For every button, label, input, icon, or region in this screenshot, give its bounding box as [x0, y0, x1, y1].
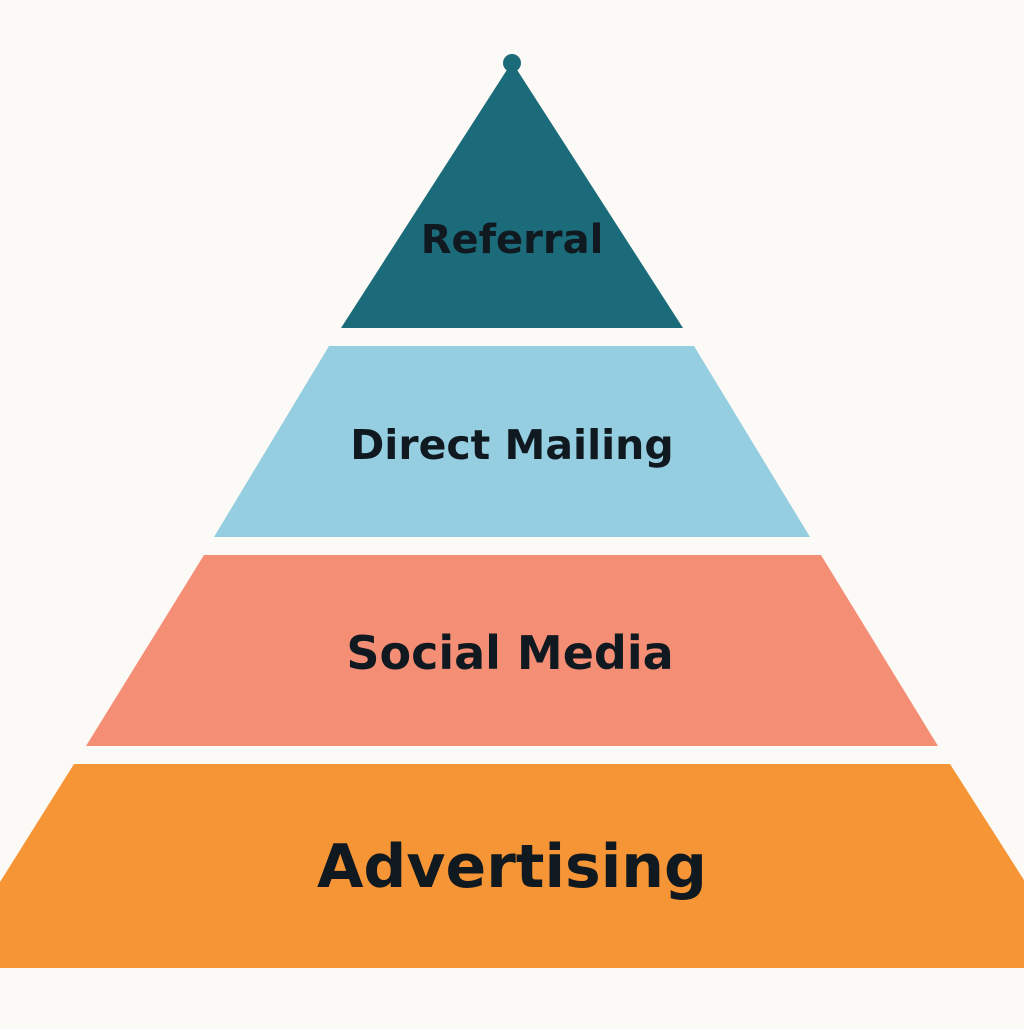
- pyramid-level-advertising: [0, 764, 1024, 968]
- pyramid-label-advertising: Advertising: [317, 832, 707, 902]
- pyramid-label-social-media: Social Media: [346, 626, 673, 680]
- pyramid-level-referral: [341, 62, 683, 328]
- pyramid-apex: [503, 54, 521, 72]
- pyramid-label-referral: Referral: [421, 217, 604, 263]
- pyramid-level-direct-mailing: [214, 346, 810, 537]
- pyramid-level-social-media: [86, 555, 938, 746]
- pyramid-label-direct-mailing: Direct Mailing: [350, 421, 673, 469]
